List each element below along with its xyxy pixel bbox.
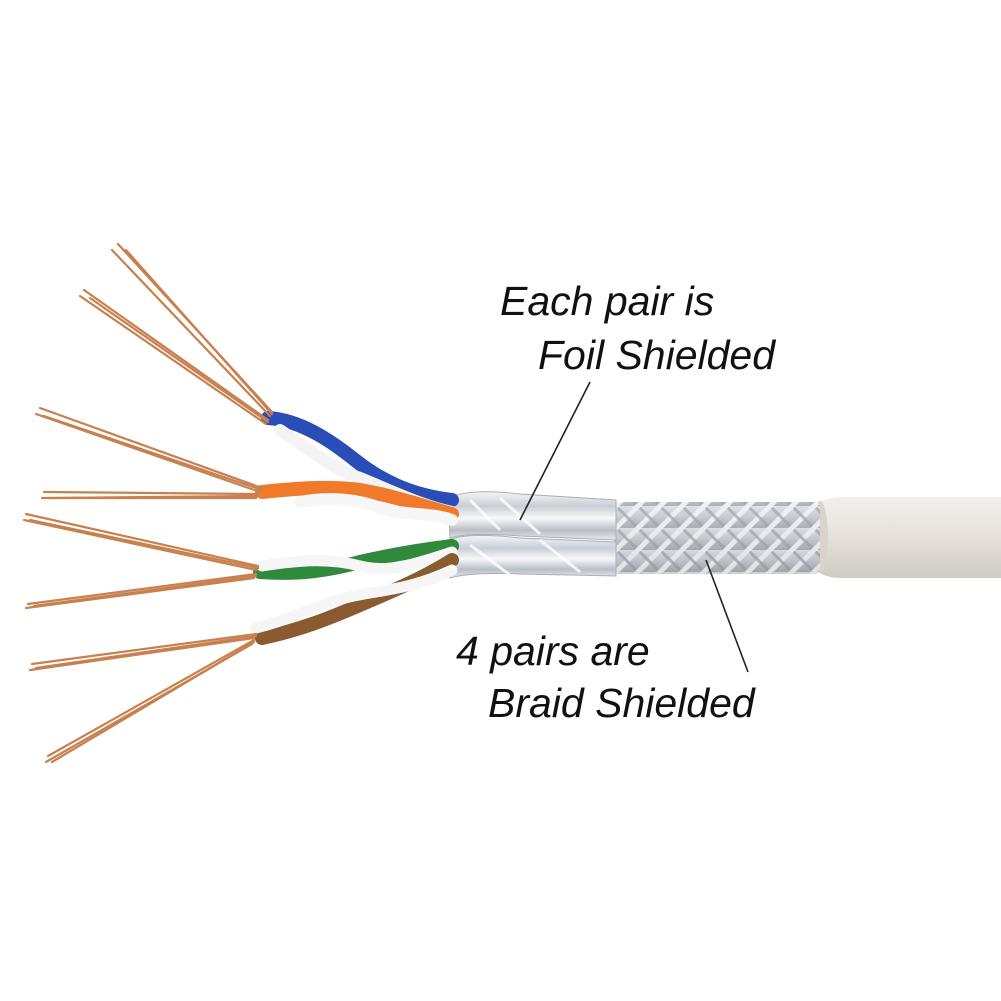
braid-leader-line (705, 559, 749, 673)
braid-annotation-line2: Braid Shielded (488, 680, 755, 726)
foil-annotation-line2: Foil Shielded (538, 332, 776, 378)
foil-annotation-line1: Each pair is (500, 278, 715, 324)
foil-leader-line (519, 381, 591, 521)
outer-jacket (812, 497, 1001, 578)
twisted-pair-brown (250, 553, 459, 645)
twisted-pair-green (253, 539, 459, 580)
twisted-pair-orange (255, 480, 459, 526)
braid-shield (614, 502, 820, 574)
foil-shield (447, 491, 617, 579)
braid-annotation-line1: 4 pairs are (456, 628, 650, 674)
copper-conductors (22, 242, 274, 764)
